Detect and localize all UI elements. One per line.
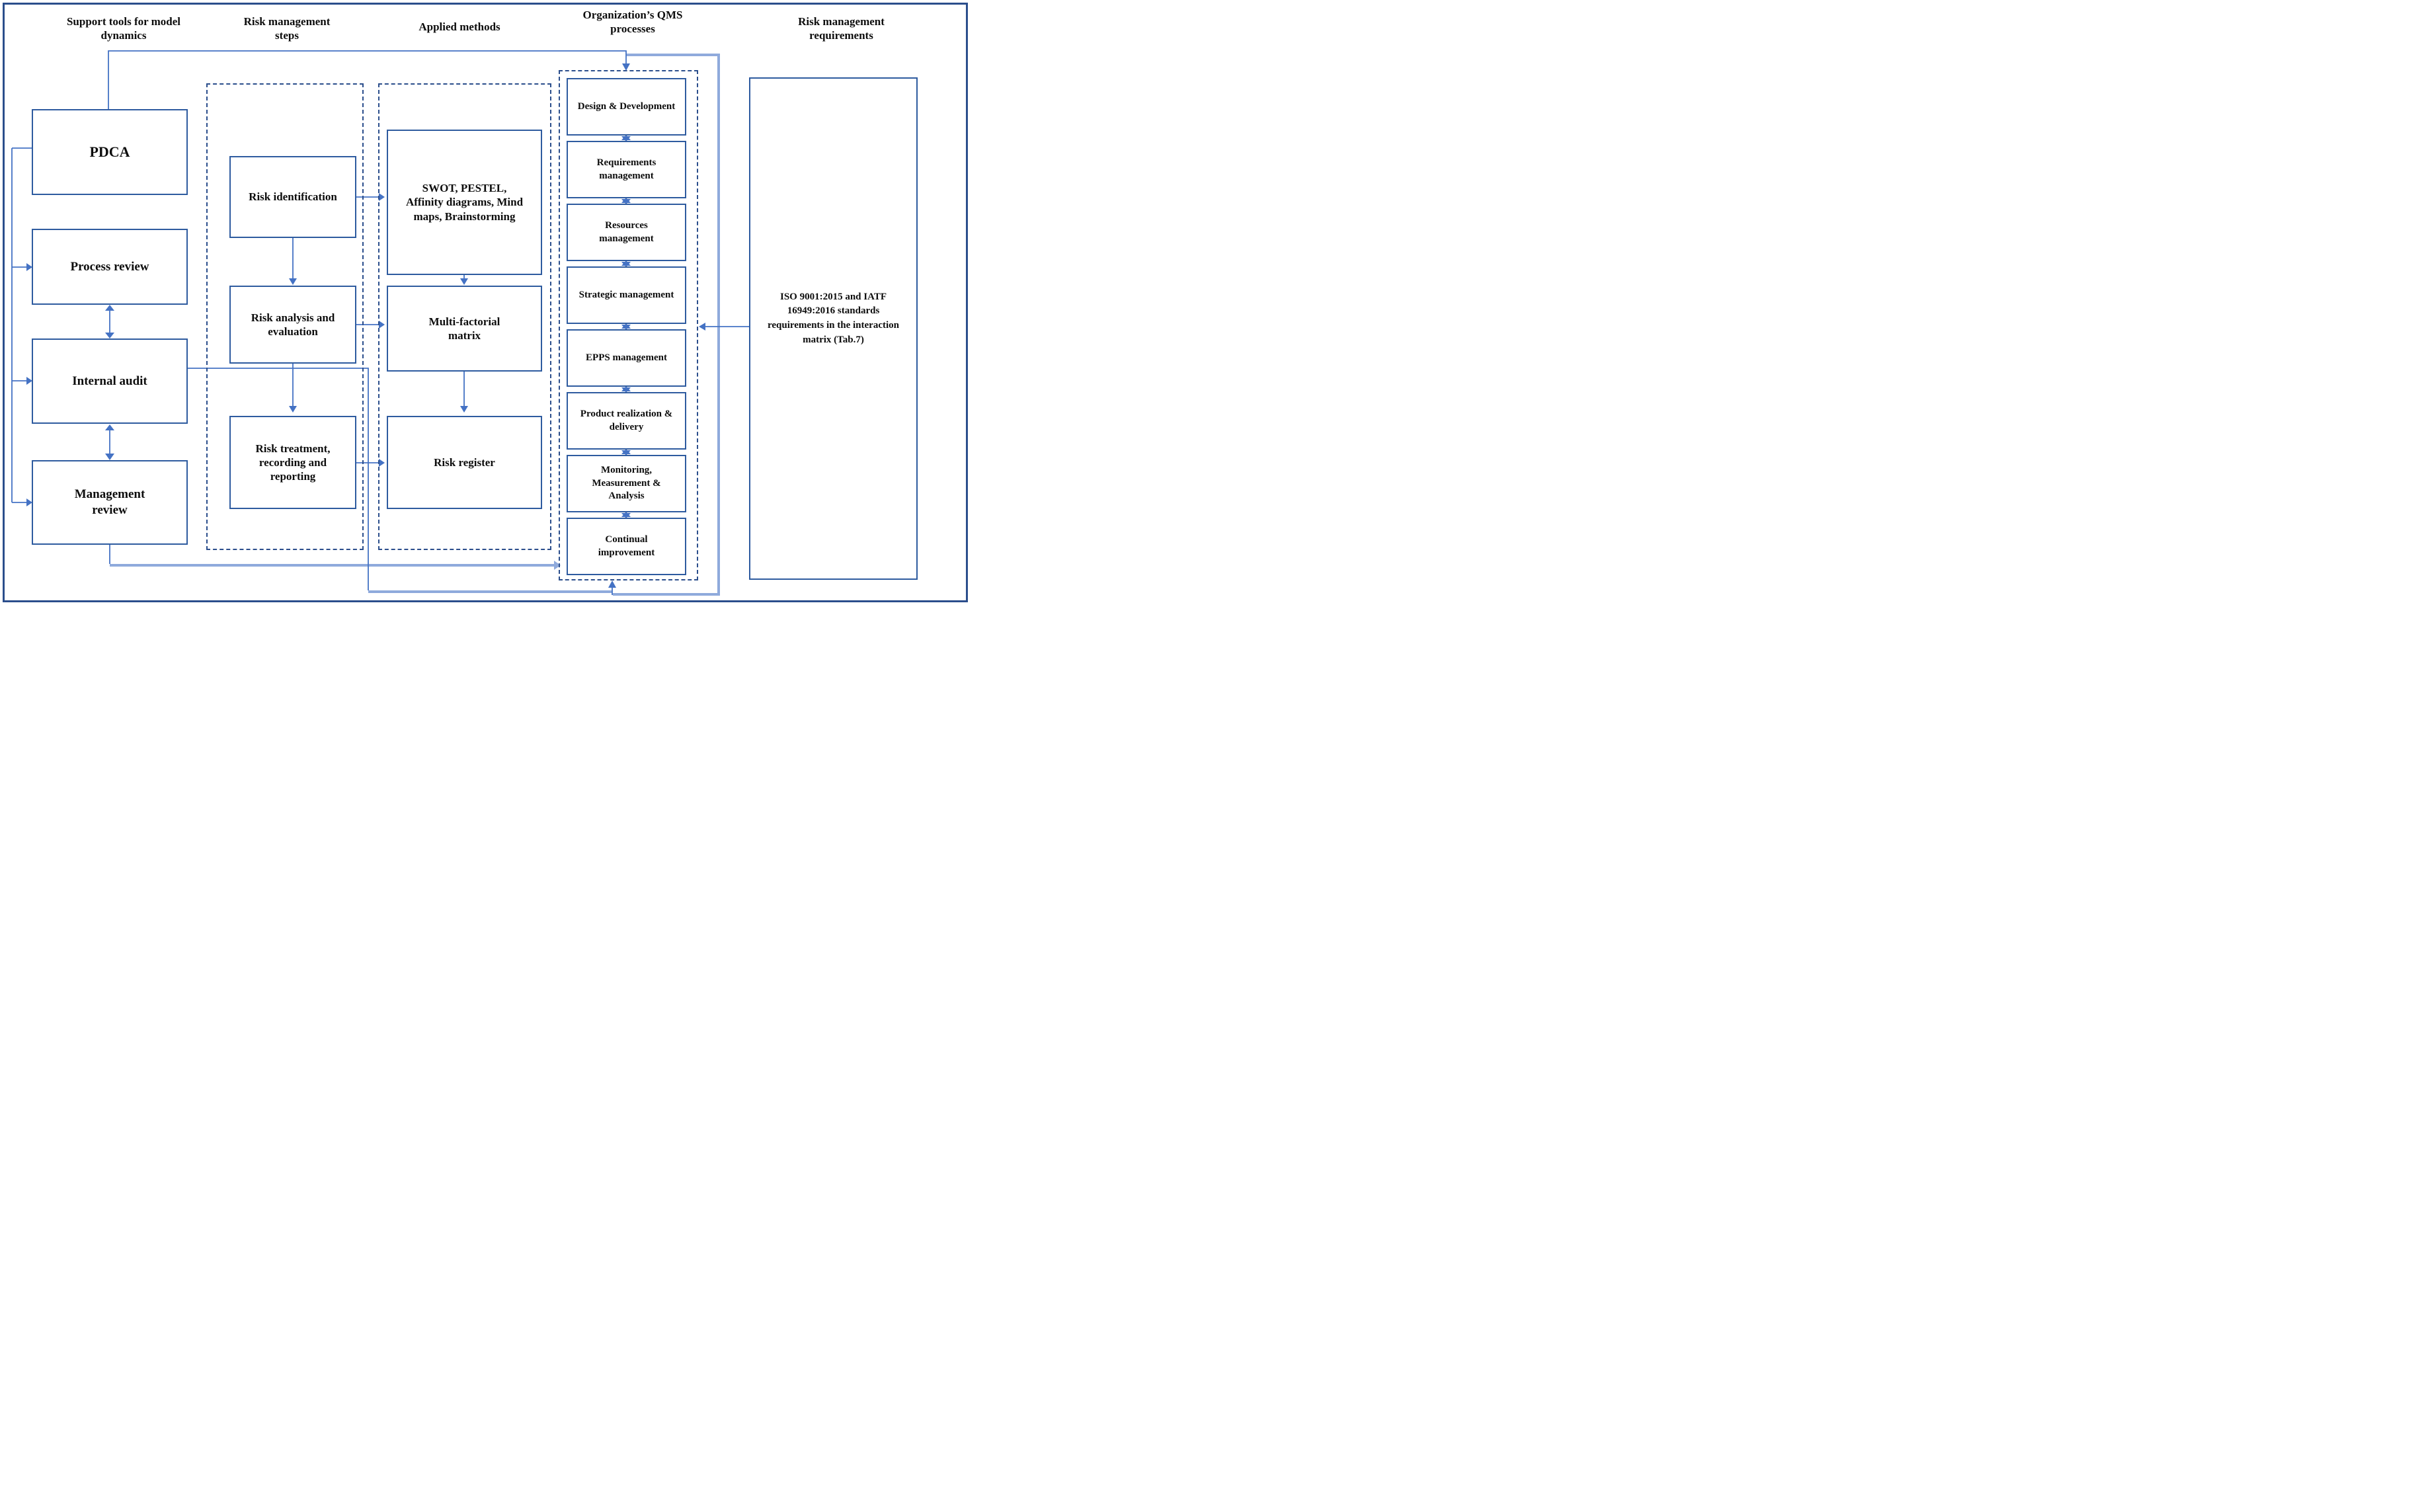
management-review-box: Management review xyxy=(32,460,188,545)
qms-requirements-management-box: Requirements management xyxy=(567,141,686,198)
pdca-box: PDCA xyxy=(32,109,188,195)
header-qms-processes: Organization’s QMS processes xyxy=(582,9,683,36)
risk-register-box: Risk register xyxy=(387,416,542,509)
risk-analysis-label: Risk analysis and evaluation xyxy=(251,311,335,338)
multifactorial-matrix-box: Multi-factorial matrix xyxy=(387,286,542,372)
internal-audit-label: Internal audit xyxy=(72,374,147,388)
arrowheads xyxy=(26,63,705,588)
header-applied-methods: Applied methods xyxy=(418,20,500,33)
risk-identification-label: Risk identification xyxy=(249,190,337,204)
qms-resources-management-box: Resources management xyxy=(567,204,686,261)
risk-treatment-label: Risk treatment, recording and reporting xyxy=(255,442,331,483)
qms-resources-management-label: Resources management xyxy=(599,220,654,244)
risk-steps-group xyxy=(206,83,364,550)
qms-design-development-label: Design & Development xyxy=(577,100,676,112)
swot-methods-box: SWOT, PESTEL, Affinity diagrams, Mind ma… xyxy=(387,130,542,275)
qms-monitoring-measurement-box: Monitoring, Measurement & Analysis xyxy=(567,455,686,512)
iso-requirements-label: ISO 9001:2015 and IATF 16949:2016 standa… xyxy=(767,291,899,345)
arrow-into-qms-left xyxy=(554,561,561,570)
dark-connectors xyxy=(11,50,749,595)
qms-requirements-management-label: Requirements management xyxy=(596,157,656,181)
qms-feedback-loop xyxy=(110,54,720,596)
qms-strategic-management-label: Strategic management xyxy=(578,289,674,300)
qms-monitoring-measurement-label: Monitoring, Measurement & Analysis xyxy=(592,465,661,502)
risk-register-label: Risk register xyxy=(434,456,495,469)
applied-methods-group xyxy=(378,83,551,550)
qms-continual-improvement-box: Continual improvement xyxy=(567,518,686,575)
swot-methods-label: SWOT, PESTEL, Affinity diagrams, Mind ma… xyxy=(405,182,524,223)
qms-epps-management-box: EPPS management xyxy=(567,329,686,387)
qms-processes-group xyxy=(559,70,698,580)
header-risk-steps: Risk management steps xyxy=(243,15,331,42)
internal-audit-box: Internal audit xyxy=(32,338,188,424)
qms-design-development-box: Design & Development xyxy=(567,78,686,136)
process-review-box: Process review xyxy=(32,229,188,305)
risk-treatment-box: Risk treatment, recording and reporting xyxy=(229,416,356,509)
pdca-label: PDCA xyxy=(89,143,130,161)
connector-lines xyxy=(11,50,749,596)
risk-identification-box: Risk identification xyxy=(229,156,356,238)
qms-epps-management-label: EPPS management xyxy=(586,352,667,363)
qms-product-realization-box: Product realization & delivery xyxy=(567,392,686,450)
risk-analysis-box: Risk analysis and evaluation xyxy=(229,286,356,364)
qms-product-realization-label: Product realization & delivery xyxy=(580,409,673,432)
qms-continual-improvement-label: Continual improvement xyxy=(598,534,655,558)
header-risk-requirements: Risk management requirements xyxy=(798,15,885,42)
header-support-tools: Support tools for model dynamics xyxy=(66,15,181,42)
iso-requirements-box: ISO 9001:2015 and IATF 16949:2016 standa… xyxy=(749,77,918,580)
risk-management-model-diagram: Support tools for model dynamics Risk ma… xyxy=(0,0,971,605)
qms-strategic-management-box: Strategic management xyxy=(567,266,686,324)
multifactorial-matrix-label: Multi-factorial matrix xyxy=(428,315,500,342)
process-review-label: Process review xyxy=(70,259,149,274)
management-review-label: Management review xyxy=(74,487,145,517)
